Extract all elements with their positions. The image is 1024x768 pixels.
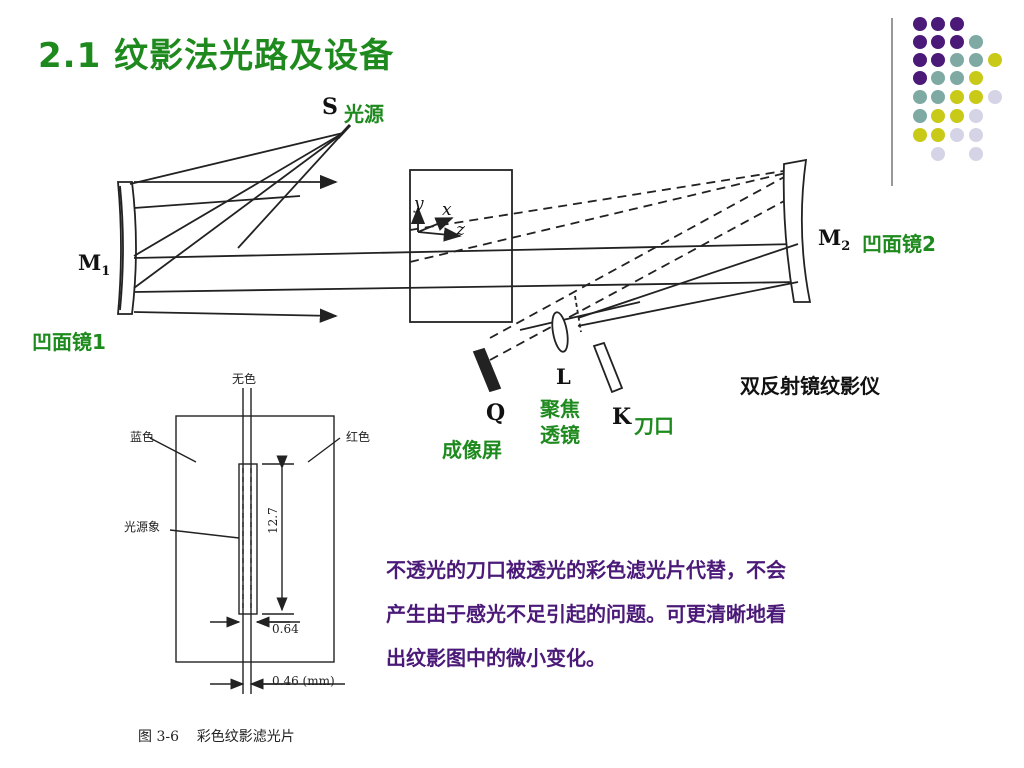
dot-row-5	[913, 90, 1002, 104]
dot-row-8	[931, 147, 983, 161]
ray-to-lens-1	[577, 243, 799, 319]
dashed-ray-3	[489, 175, 787, 339]
lens-letter: L	[556, 364, 571, 389]
dot-row-4	[913, 71, 983, 85]
source-image-label: 光源象	[124, 520, 161, 534]
explanation-text: 不透光的刀口被透光的彩色滤光片代替，不会 产生由于感光不足引起的问题。可更清晰地…	[386, 558, 786, 670]
mirror2-label: 凹面镜2	[862, 232, 936, 256]
lens-axis	[519, 301, 641, 331]
imaging-screen-shape	[472, 347, 502, 393]
focusing-lens-shape	[551, 311, 569, 353]
filter-left-label: 蓝色	[130, 430, 155, 444]
source-image-rect	[238, 463, 258, 615]
knife-label: 刀口	[634, 414, 674, 438]
dashed-ray-2	[409, 171, 791, 263]
height-dimension: 12.7	[266, 507, 280, 534]
knife-letter: K	[612, 404, 632, 430]
source-label: 光源	[344, 102, 384, 126]
axis-x-arrow	[417, 217, 454, 233]
dashed-ray-4	[489, 199, 787, 361]
mirror-m1-shape	[117, 181, 137, 315]
leader-source-image	[169, 529, 240, 539]
axis-z-label: z	[456, 220, 465, 240]
dot-row-6	[913, 109, 983, 123]
mirror2-letter: M2	[818, 225, 851, 255]
lens-label: 聚焦 透镜	[540, 397, 580, 447]
lens-focus-mark	[574, 295, 582, 333]
dashed-ray-1	[409, 169, 791, 231]
axis-z-arrow	[417, 227, 462, 242]
dot-row-3	[913, 53, 1002, 67]
gap-dimension: 0.46 (mm)	[272, 674, 335, 688]
filter-top-label: 无色	[232, 372, 257, 386]
ray-source-low	[133, 132, 344, 289]
mirror1-label: 凹面镜1	[32, 330, 106, 354]
axis-x-label: x	[442, 200, 452, 220]
knife-edge-shape	[592, 341, 624, 394]
beam-parallel-1	[133, 243, 799, 259]
filter-right-label: 红色	[346, 430, 371, 444]
screen-letter: Q	[486, 400, 506, 426]
filter-outer-rect	[175, 415, 335, 663]
source-letter: S	[322, 94, 338, 120]
dot-row-1	[913, 17, 964, 31]
mirror1-letter: M1	[78, 250, 111, 280]
dot-row-7	[913, 128, 983, 142]
leader-red	[307, 437, 341, 463]
axis-y-label: y	[414, 194, 424, 214]
leader-blue	[149, 437, 197, 463]
page-title: 2.1 纹影法光路及设备	[38, 36, 395, 76]
ray-source-cross	[237, 132, 344, 249]
screen-label: 成像屏	[442, 438, 502, 462]
dot-row-2	[913, 35, 983, 49]
test-section-box	[409, 169, 513, 323]
beam-lower-arrow	[133, 308, 338, 323]
mirror-m2-shape	[782, 158, 812, 303]
beam-diag-1	[133, 195, 301, 209]
ray-to-lens-2	[577, 281, 799, 327]
instrument-name: 双反射镜纹影仪	[740, 374, 880, 398]
ray-source-mid	[133, 132, 344, 257]
width-dimension: 0.64	[272, 622, 299, 636]
ray-source-top	[129, 132, 344, 185]
figure-caption: 图 3-6 彩色纹影滤光片	[138, 729, 295, 745]
beam-parallel-2	[133, 281, 799, 293]
